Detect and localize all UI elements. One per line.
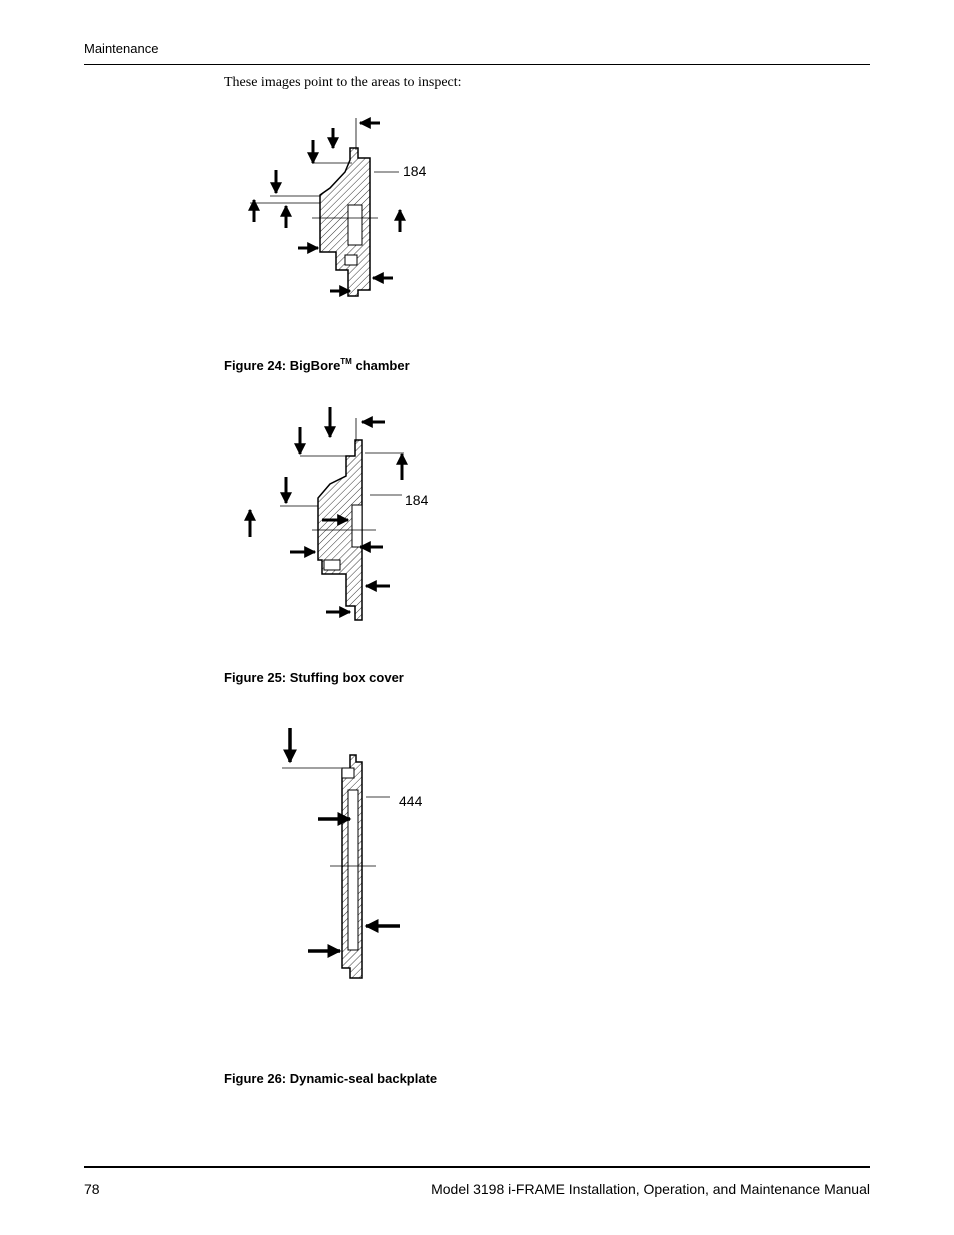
- figure-25-leader-lines: [280, 418, 404, 507]
- footer-rule: [84, 1166, 870, 1168]
- figure-26-arrows: [283, 728, 400, 958]
- page-number: 78: [84, 1181, 100, 1197]
- figure-25-caption: Figure 25: Stuffing box cover: [224, 670, 404, 685]
- intro-text: These images point to the areas to inspe…: [224, 75, 462, 90]
- bigbore-chamber-section: [312, 147, 378, 297]
- figure-26-callout: 444: [399, 793, 423, 809]
- header-rule: [84, 64, 870, 65]
- figure-24-callout: 184: [403, 163, 427, 179]
- figure-26-leader-lines: [282, 767, 390, 798]
- figure-24-leader-lines: [250, 118, 399, 204]
- figure-24-arrows: [248, 117, 406, 297]
- figure-24-caption: Figure 24: BigBoreTM chamber: [224, 357, 410, 373]
- figure-25-arrows: [244, 407, 408, 618]
- figure-26-caption: Figure 26: Dynamic-seal backplate: [224, 1071, 438, 1086]
- manual-title: Model 3198 i-FRAME Installation, Operati…: [431, 1181, 870, 1197]
- stuffing-box-cover-section: [312, 439, 376, 621]
- running-header: Maintenance: [84, 41, 159, 56]
- dynamic-seal-backplate-section: [330, 754, 376, 979]
- figure-25-callout: 184: [405, 492, 429, 508]
